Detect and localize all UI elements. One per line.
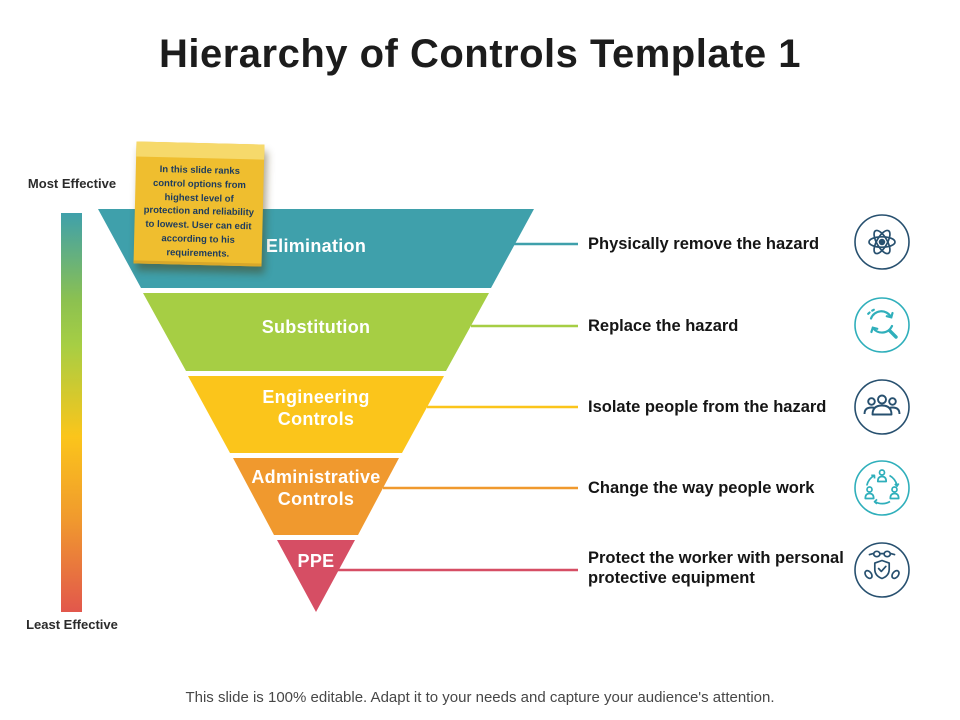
effectiveness-gradient-bar [61, 213, 82, 612]
atom-glyph [868, 229, 896, 255]
funnel-label-elimination: Elimination [265, 236, 367, 256]
description-ppe: Protect the worker with personal protect… [588, 548, 844, 587]
footer-text: This slide is 100% editable. Adapt it to… [185, 689, 775, 706]
funnel-label-administrative-controls: Administrative Controls [251, 467, 381, 509]
funnel-level-ppe [277, 540, 355, 612]
atom-icon [854, 214, 910, 270]
funnel-label-engineering-controls: Engineering Controls [262, 387, 370, 429]
icon-ring [854, 460, 910, 516]
sync-search-icon [854, 297, 910, 353]
page-title: Hierarchy of Controls Template 1 [158, 32, 802, 76]
ppe-shield-icon [854, 542, 910, 598]
funnel-label-ppe: PPE [297, 551, 335, 571]
people-cycle-glyph [864, 469, 900, 505]
icon-ring [854, 542, 910, 598]
description-elimination: Physically remove the hazard [588, 234, 820, 253]
sticky-note-text: In this slide ranks control options from… [143, 164, 255, 260]
description-administrative: Change the way people work [588, 478, 815, 497]
people-group-glyph [863, 394, 901, 416]
sticky-note: In this slide ranks control options from… [133, 141, 265, 267]
sync-search-glyph [867, 308, 898, 339]
funnel-level-engineering-controls [188, 376, 444, 453]
people-cycle-icon [854, 460, 910, 516]
description-substitution: Replace the hazard [588, 316, 739, 335]
least-effective-label: Least Effective [26, 617, 118, 632]
icon-ring [854, 214, 910, 270]
icon-ring [854, 379, 910, 435]
most-effective-label: Most Effective [27, 176, 117, 191]
funnel-level-substitution [143, 293, 489, 371]
icon-ring [854, 297, 910, 353]
people-group-icon [854, 379, 910, 435]
funnel-level-administrative-controls [233, 458, 399, 535]
funnel-label-substitution: Substitution [261, 317, 371, 337]
ppe-glyph [864, 550, 900, 580]
description-engineering: Isolate people from the hazard [588, 397, 827, 416]
